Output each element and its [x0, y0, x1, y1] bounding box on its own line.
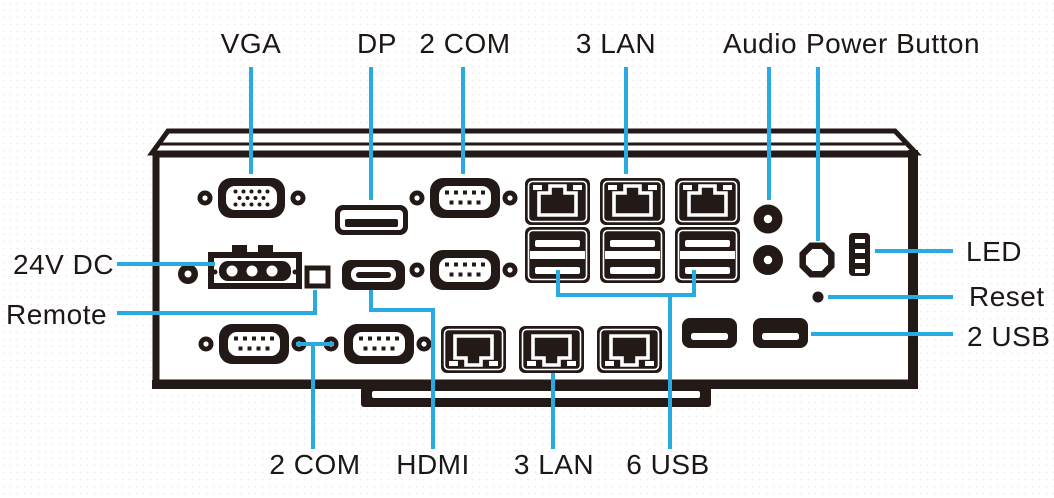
usb-port-b-icon [753, 318, 808, 348]
usb-stack-3-icon [674, 226, 741, 284]
com-bottom-leader-line [296, 342, 334, 449]
lan-port-3-icon [673, 176, 742, 227]
usb-group-label: 6 USB [626, 449, 710, 480]
leader-lines [117, 67, 953, 449]
audio-jacks-icon [753, 204, 783, 275]
chassis-foot-slot [372, 391, 700, 398]
chassis-bottom-edge [152, 380, 918, 389]
dc-terminal-icon [178, 245, 302, 289]
lan-port-5-icon [517, 324, 586, 375]
lan-port-4-icon [439, 324, 508, 375]
lan-port-6-icon [595, 324, 664, 375]
hdmi-leader-line [369, 290, 435, 449]
lan-port-1-icon [523, 176, 592, 227]
power-button-icon [799, 242, 835, 278]
hdmi-label: HDMI [396, 449, 470, 480]
usb-port-a-icon [682, 318, 737, 348]
led-indicator-icon [849, 233, 870, 276]
usb-group-leader-line [556, 270, 696, 449]
audio-label: Audio [722, 28, 798, 59]
remote-connector-icon [304, 265, 331, 289]
reset-label: Reset [969, 281, 1045, 312]
power-button-label: Power Button [805, 28, 981, 59]
com-top-label: 2 COM [419, 28, 511, 59]
chassis-right-edge [908, 150, 918, 388]
lan-port-2-icon [598, 176, 667, 227]
com-bottom-label: 2 COM [269, 449, 361, 480]
chassis-lid [147, 128, 922, 156]
led-label: LED [966, 236, 1022, 267]
dp-label: DP [357, 28, 397, 59]
dc-input-label: 24V DC [13, 249, 115, 280]
vga-label: VGA [220, 28, 282, 59]
usb-stack-2-icon [599, 226, 666, 284]
remote-label: Remote [6, 299, 108, 330]
lan-bottom-label: 3 LAN [513, 449, 595, 480]
reset-pinhole-icon [812, 291, 824, 303]
dp-port-icon [335, 205, 408, 235]
usb-right-label: 2 USB [967, 321, 1051, 352]
ports [178, 176, 870, 375]
remote-leader-line [117, 290, 317, 315]
lan-top-label: 3 LAN [575, 28, 657, 59]
hdmi-port-icon [342, 260, 405, 290]
